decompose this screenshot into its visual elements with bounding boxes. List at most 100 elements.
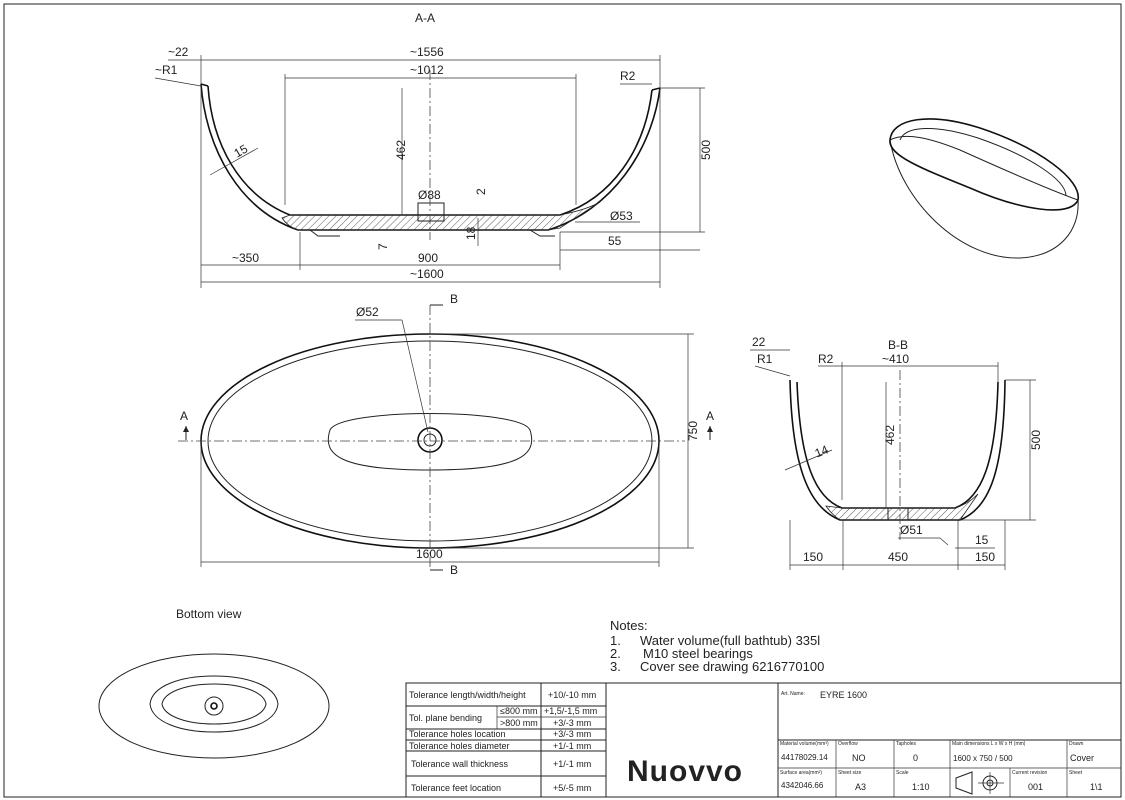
dim-dia88: Ø88: [418, 188, 441, 202]
dim-15: 15: [232, 142, 251, 161]
surface-area-value: 4342046.66: [781, 781, 824, 790]
dim-r2: R2: [620, 69, 636, 83]
dim-2: 2: [474, 188, 488, 195]
bb-dim-500: 500: [1029, 430, 1043, 450]
current-revision-label: Current revision: [1012, 770, 1048, 776]
projection-symbol-icon: [955, 771, 1004, 795]
dim-dia52: Ø52: [356, 305, 379, 319]
dim-500: 500: [699, 140, 713, 160]
tol-plane-value-1: +1,5/-1,5 mm: [544, 706, 597, 716]
tol-holes-loc-value: +3/-3 mm: [553, 729, 591, 739]
dim-1600: 1600: [416, 547, 443, 561]
scale-label: Scale: [896, 770, 909, 776]
tol-plane-cond-1: ≤800 mm: [500, 706, 537, 716]
dim-22: ~22: [168, 45, 189, 59]
dim-18: 18: [464, 226, 478, 240]
dim-1012: ~1012: [410, 63, 444, 77]
tub-3d-body: [889, 135, 1079, 259]
tol-length-label: Tolerance length/width/height: [409, 690, 526, 700]
section-aa-view: A-A ~1556 ~1012 ~22 ~R1 R2 15 4: [154, 11, 713, 288]
surface-area-label: Surface area(mm²): [780, 770, 822, 776]
bottom-drain-outer: [204, 696, 224, 716]
dim-350: ~350: [232, 251, 259, 265]
note-3-text: Cover see drawing 6216770100: [640, 659, 824, 674]
tol-feet-label: Tolerance feet location: [411, 783, 501, 793]
sheet-size-value: A3: [855, 782, 866, 792]
tol-wall-value: +1/-1 mm: [553, 759, 591, 769]
art-name-label: Art. Name:: [781, 691, 805, 697]
drain-hole-section: [417, 202, 445, 222]
bb-dim-410: ~410: [882, 352, 909, 366]
dim-750: 750: [686, 421, 700, 441]
tub-bottom-section: [281, 201, 601, 231]
bottom-view-outline: [98, 653, 330, 759]
notes-block: Notes: 1. Water volume(full bathtub) 335…: [610, 618, 824, 674]
bb-dim-22: 22: [752, 335, 766, 349]
bb-inner-profile: [796, 381, 999, 509]
section-b-marker-top: B: [450, 292, 458, 306]
sheet-size-label: Sheet size: [838, 770, 862, 776]
notes-title: Notes:: [610, 618, 648, 633]
tol-wall-label: Tolerance wall thickness: [411, 759, 509, 769]
main-dimensions-value: 1600 x 750 / 500: [953, 754, 1013, 763]
bottom-view-base: [149, 675, 279, 733]
section-a-marker-right: A: [706, 409, 714, 423]
dim-900: 900: [418, 251, 438, 265]
tol-plane-cond-2: >800 mm: [500, 718, 538, 728]
tol-holes-dia-label: Tolerance holes diameter: [409, 741, 510, 751]
overflow-label: Overflow: [838, 741, 858, 747]
material-volume-label: Material volume(mm³): [780, 741, 829, 747]
tol-plane-label: Tol. plane bending: [409, 713, 482, 723]
current-revision-value: 001: [1028, 782, 1043, 792]
tub-3d-rim: [889, 118, 1079, 211]
plan-view: B B A A Ø52 750 1600: [178, 292, 714, 577]
isometric-view: [889, 118, 1079, 259]
material-volume-value: 44178029.14: [781, 753, 828, 762]
bb-dim-r1: R1: [757, 352, 773, 366]
note-1-num: 1.: [610, 633, 621, 648]
drawn-label: Drawn: [1069, 741, 1084, 747]
section-a-marker-left: A: [180, 409, 188, 423]
note-2-num: 2.: [610, 646, 621, 661]
sheet-label: Sheet: [1069, 770, 1083, 776]
dim-1556: ~1556: [410, 45, 444, 59]
dim-462: 462: [394, 140, 408, 160]
section-aa-title: A-A: [415, 11, 435, 25]
section-b-marker-bottom: B: [450, 563, 458, 577]
tol-plane-value-2: +3/-3 mm: [553, 718, 591, 728]
bottom-drain-inner: [210, 702, 218, 710]
tol-holes-loc-label: Tolerance holes location: [409, 729, 506, 739]
tol-feet-value: +5/-5 mm: [553, 783, 591, 793]
drawing-frame: [3, 3, 1122, 798]
tol-length-value: +10/-10 mm: [548, 690, 596, 700]
section-bb-title: B-B: [888, 338, 908, 352]
drawn-value: Cover: [1070, 753, 1094, 763]
dim-dia53: Ø53: [610, 209, 633, 223]
scale-value: 1:10: [912, 782, 930, 792]
section-bb-view: B-B 22 R1 R2 ~410 14 462 500 Ø51 15: [750, 335, 1043, 570]
note-3-num: 3.: [610, 659, 621, 674]
bottom-view: Bottom view: [98, 607, 330, 759]
bb-bottom-section: [825, 493, 979, 521]
note-1-text: Water volume(full bathtub) 335l: [640, 633, 820, 648]
bb-dim-14: 14: [813, 442, 831, 460]
tub-plan-floor: [327, 413, 533, 471]
note-2-text: M10 steel bearings: [643, 646, 753, 661]
dim-55: 55: [608, 234, 622, 248]
overflow-value: NO: [852, 753, 866, 763]
bb-dim-450: 450: [888, 550, 908, 564]
dim-7: 7: [376, 243, 390, 250]
sheet-value: 1\1: [1090, 782, 1103, 792]
bb-dim-462: 462: [883, 425, 897, 445]
bb-dim-150-right: 150: [975, 550, 995, 564]
tol-holes-dia-value: +1/-1 mm: [553, 741, 591, 751]
title-block: Tolerance length/width/height +10/-10 mm…: [405, 682, 1122, 798]
art-name-value: EYRE 1600: [820, 690, 867, 700]
dim-1600-total: ~1600: [410, 267, 444, 281]
bb-dim-150-left: 150: [803, 550, 823, 564]
bb-dim-15: 15: [975, 533, 989, 547]
dim-r1: ~R1: [155, 63, 178, 77]
bottom-view-label: Bottom view: [176, 607, 242, 621]
tapholes-value: 0: [913, 753, 918, 763]
